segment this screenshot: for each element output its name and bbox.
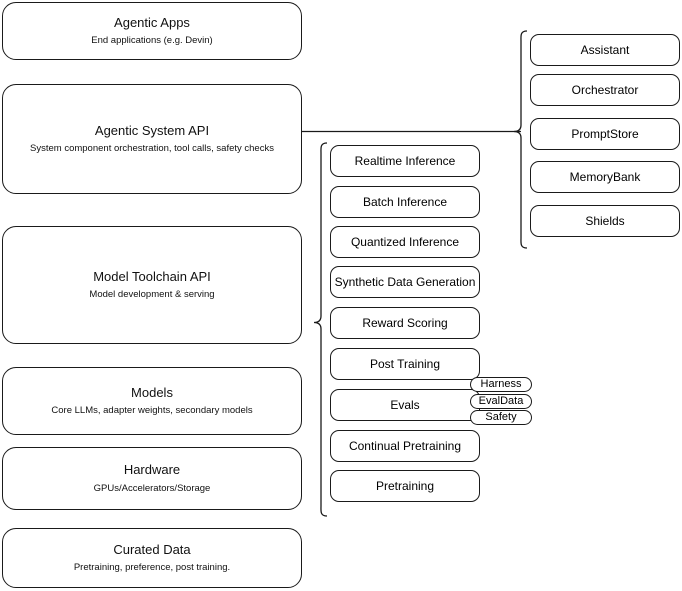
component-shields[interactable]: Shields bbox=[530, 205, 680, 237]
layer-curated-data[interactable]: Curated Data Pretraining, preference, po… bbox=[2, 528, 302, 588]
layer-title: Model Toolchain API bbox=[93, 268, 211, 284]
layer-title: Curated Data bbox=[113, 541, 191, 557]
layer-subtitle: Model development & serving bbox=[89, 289, 215, 301]
layer-subtitle: Core LLMs, adapter weights, secondary mo… bbox=[51, 405, 253, 417]
component-promptstore[interactable]: PromptStore bbox=[530, 118, 680, 150]
layer-agentic-apps[interactable]: Agentic Apps End applications (e.g. Devi… bbox=[2, 2, 302, 60]
component-label: Assistant bbox=[580, 42, 630, 57]
component-memorybank[interactable]: MemoryBank bbox=[530, 161, 680, 193]
component-label: Orchestrator bbox=[571, 82, 639, 97]
layer-subtitle: Pretraining, preference, post training. bbox=[73, 562, 231, 574]
capability-label: Continual Pretraining bbox=[348, 438, 462, 453]
layer-hardware[interactable]: Hardware GPUs/Accelerators/Storage bbox=[2, 447, 302, 510]
capability-label: Evals bbox=[390, 397, 420, 412]
capability-realtime-inference[interactable]: Realtime Inference bbox=[330, 145, 480, 177]
capability-label: Batch Inference bbox=[362, 194, 448, 209]
layer-models[interactable]: Models Core LLMs, adapter weights, secon… bbox=[2, 367, 302, 435]
component-label: Shields bbox=[585, 213, 625, 228]
layer-title: Models bbox=[131, 384, 173, 400]
capability-quantized-inference[interactable]: Quantized Inference bbox=[330, 226, 480, 258]
capability-pretraining[interactable]: Pretraining bbox=[330, 470, 480, 502]
capability-batch-inference[interactable]: Batch Inference bbox=[330, 186, 480, 218]
brace-system-components bbox=[513, 30, 528, 249]
layer-subtitle: System component orchestration, tool cal… bbox=[30, 143, 274, 155]
layer-title: Agentic System API bbox=[94, 122, 210, 138]
pill-label: Harness bbox=[480, 378, 522, 390]
evals-pill-safety[interactable]: Safety bbox=[470, 410, 532, 425]
component-orchestrator[interactable]: Orchestrator bbox=[530, 74, 680, 106]
layer-title: Agentic Apps bbox=[114, 14, 190, 30]
capability-label: Post Training bbox=[369, 356, 441, 371]
capability-post-training[interactable]: Post Training bbox=[330, 348, 480, 380]
capability-label: Realtime Inference bbox=[354, 153, 456, 168]
capability-label: Synthetic Data Generation bbox=[334, 274, 476, 289]
layer-title: Hardware bbox=[123, 462, 181, 478]
capability-label: Quantized Inference bbox=[350, 234, 460, 249]
layer-subtitle: GPUs/Accelerators/Storage bbox=[93, 482, 211, 494]
capability-continual-pretraining[interactable]: Continual Pretraining bbox=[330, 430, 480, 462]
layer-subtitle: End applications (e.g. Devin) bbox=[91, 35, 213, 47]
pill-label: Safety bbox=[485, 411, 517, 423]
capability-reward-scoring[interactable]: Reward Scoring bbox=[330, 307, 480, 339]
component-label: PromptStore bbox=[571, 126, 639, 141]
pill-label: EvalData bbox=[478, 395, 524, 407]
brace-toolchain-capabilities bbox=[313, 142, 328, 517]
capability-label: Pretraining bbox=[375, 478, 435, 493]
layer-agentic-system-api[interactable]: Agentic System API System component orch… bbox=[2, 84, 302, 194]
layer-model-toolchain-api[interactable]: Model Toolchain API Model development & … bbox=[2, 226, 302, 344]
capability-label: Reward Scoring bbox=[362, 315, 448, 330]
evals-pill-harness[interactable]: Harness bbox=[470, 377, 532, 392]
component-assistant[interactable]: Assistant bbox=[530, 34, 680, 66]
evals-pill-evaldata[interactable]: EvalData bbox=[470, 394, 532, 409]
capability-synthetic-data-generation[interactable]: Synthetic Data Generation bbox=[330, 266, 480, 298]
capability-evals[interactable]: Evals bbox=[330, 389, 480, 421]
component-label: MemoryBank bbox=[569, 169, 641, 184]
